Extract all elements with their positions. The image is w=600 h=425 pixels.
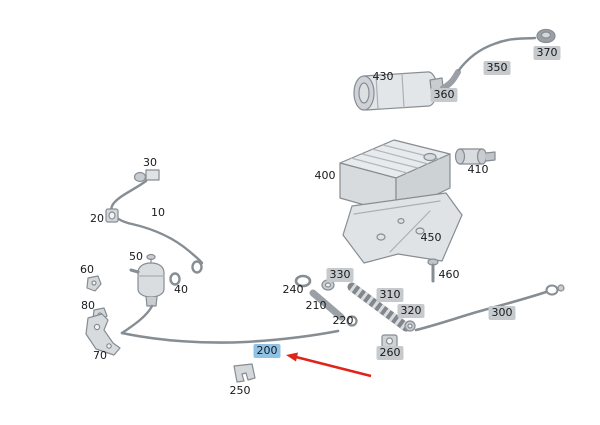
part-label-70[interactable]: 70 [93,349,107,362]
part-drawing-70-bracket [85,313,121,356]
part-label-260[interactable]: 260 [376,346,404,360]
part-drawing-250-clip [233,363,256,383]
part-drawing-430-pump-canister [353,71,445,111]
part-label-430[interactable]: 430 [372,70,394,83]
part-drawing-450-bracket [342,192,463,264]
pointer-arrow [286,352,372,378]
part-drawing-360-hose [440,69,461,91]
part-label-250[interactable]: 250 [229,384,251,397]
part-drawing-350-line [457,36,537,72]
part-label-240[interactable]: 240 [282,283,304,296]
part-drawing-330-nut [321,279,335,291]
part-label-450[interactable]: 450 [420,231,442,244]
part-label-330[interactable]: 330 [326,268,354,282]
part-label-200[interactable]: 200 [253,344,281,358]
part-drawing-310-corrugated-hose [347,282,411,332]
part-label-30[interactable]: 30 [143,156,157,169]
part-label-310[interactable]: 310 [376,288,404,302]
part-drawing-300-pipe [414,284,565,332]
part-label-60[interactable]: 60 [80,263,94,276]
part-label-220[interactable]: 220 [332,314,354,327]
part-drawing-50-pump [129,253,165,307]
part-drawing-460-bolt [427,258,439,283]
part-drawing-60-clip [86,275,102,292]
part-drawing-410-fitting [454,148,496,165]
part-label-370[interactable]: 370 [533,46,561,60]
part-drawing-200-pipe [120,304,340,344]
part-label-10[interactable]: 10 [151,206,165,219]
part-drawing-20-clamp [105,208,119,223]
part-label-80[interactable]: 80 [81,299,95,312]
part-drawing-320-fitting [404,320,416,332]
part-label-400[interactable]: 400 [314,169,336,182]
part-label-410[interactable]: 410 [467,163,489,176]
part-drawing-30-fitting [133,169,160,183]
part-label-20[interactable]: 20 [90,212,104,225]
part-drawing-240-seal-ring [294,274,312,288]
part-label-320[interactable]: 320 [397,304,425,318]
part-drawing-10-line [110,179,204,265]
part-drawing-40-clamps [169,260,203,286]
part-label-350[interactable]: 350 [483,61,511,75]
part-label-50[interactable]: 50 [129,250,143,263]
part-label-40[interactable]: 40 [174,283,188,296]
part-label-300[interactable]: 300 [488,306,516,320]
part-drawing-220-ring [346,315,358,327]
part-label-210[interactable]: 210 [305,299,327,312]
part-drawing-210-hose [309,289,345,321]
part-label-460[interactable]: 460 [438,268,460,281]
part-drawing-370-grommet [536,28,556,44]
part-label-360[interactable]: 360 [430,88,458,102]
